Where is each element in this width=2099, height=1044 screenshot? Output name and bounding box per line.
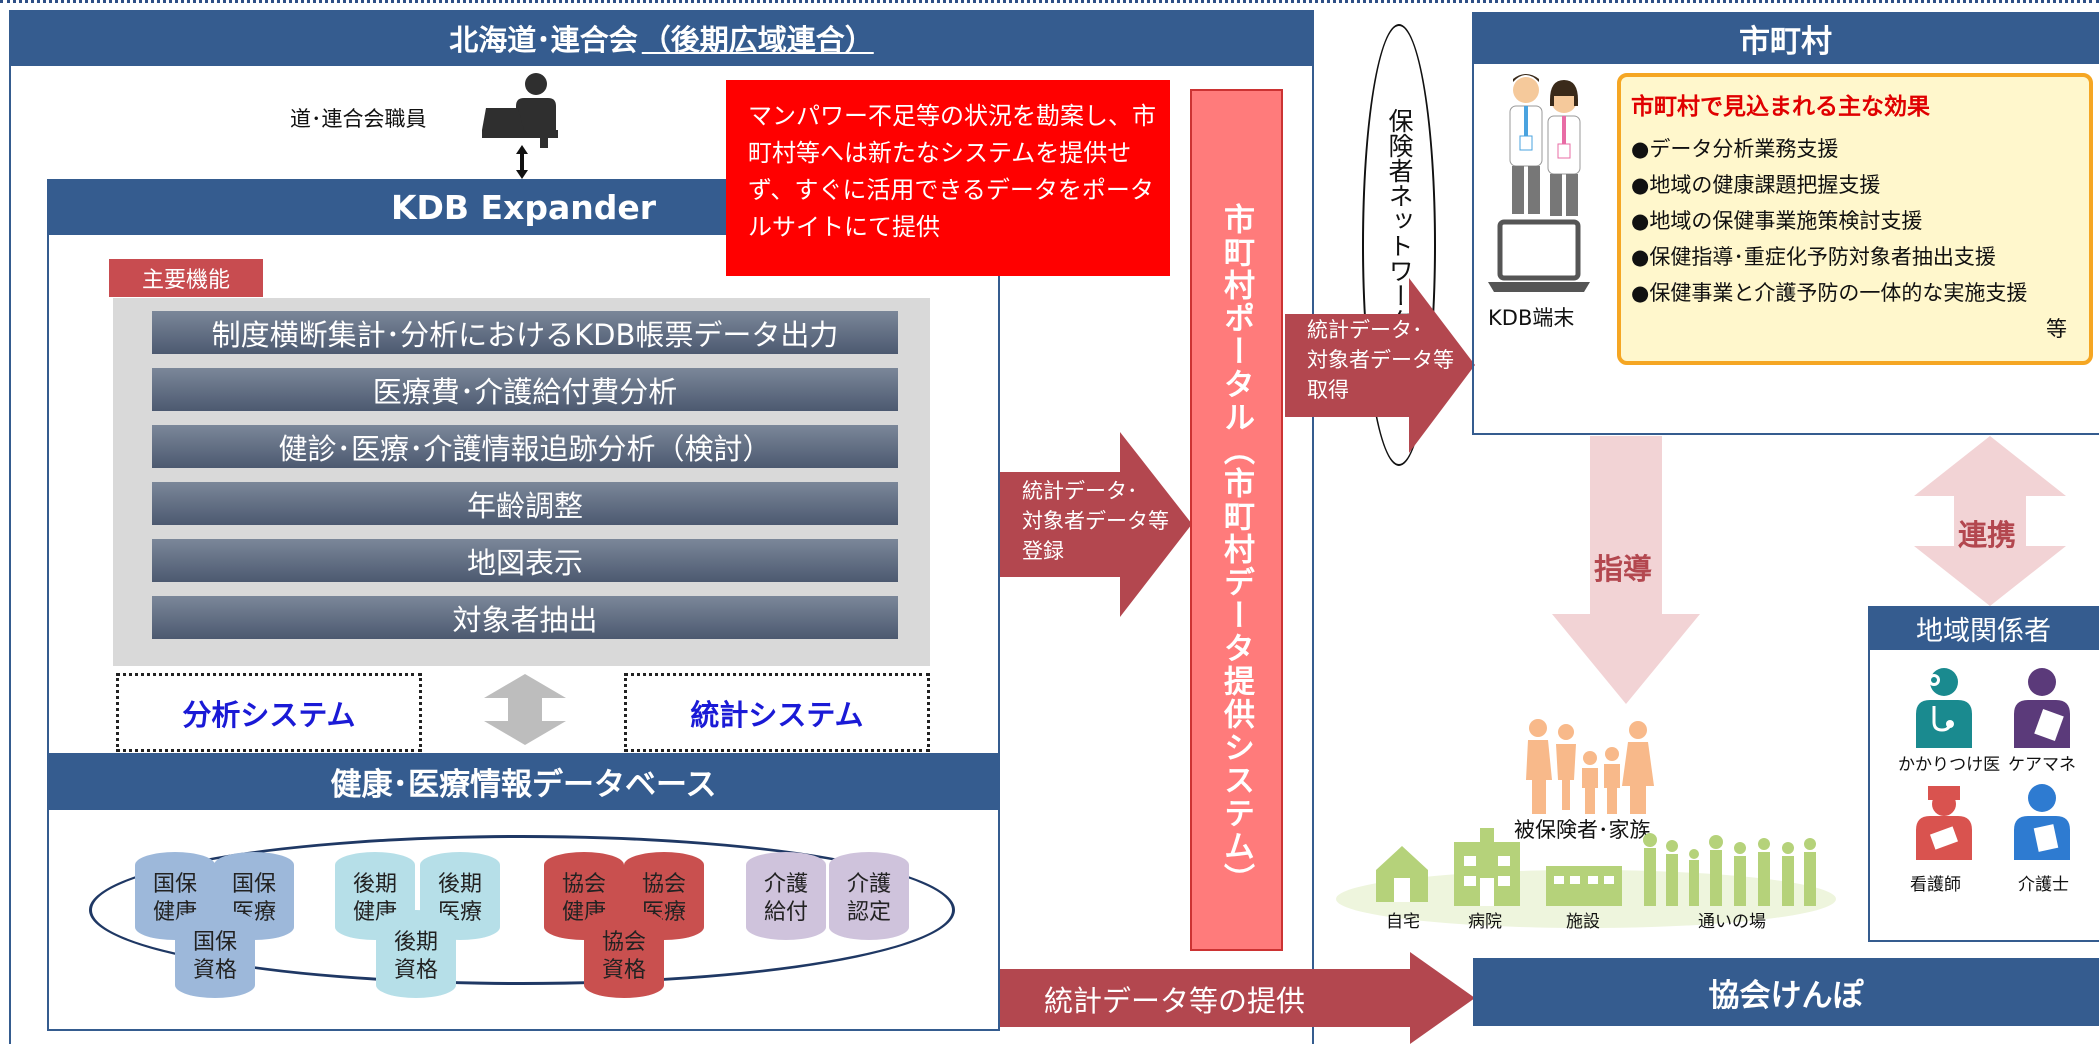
db-kokuho-iryo: 国保 医療 — [214, 852, 294, 940]
function-0: 制度横断集計･分析におけるKDB帳票データ出力 — [152, 311, 898, 354]
family-icon — [1526, 719, 1654, 814]
db-kouki-iryo: 後期 医療 — [420, 852, 500, 940]
home-icon — [1376, 846, 1428, 902]
doctor-icon — [1916, 668, 1972, 748]
function-4: 地図表示 — [152, 539, 898, 582]
effects-title: 市町村で見込まれる主な効果 — [1631, 94, 1930, 120]
provide-arrow-shape — [1000, 952, 1475, 1044]
caregiver-icon — [2014, 784, 2070, 860]
municipality-title: 市町村 — [1739, 23, 1832, 60]
effects-box: 市町村で見込まれる主な効果 ●データ分析業務支援 ●地域の健康課題把握支援 ●地… — [1617, 73, 2093, 365]
hospital-icon — [1454, 828, 1520, 906]
staff-pair-icon — [1509, 74, 1581, 216]
main-functions-tag: 主要機能 — [109, 259, 263, 297]
guidance-arrow-shape — [1552, 436, 1700, 704]
portal-label: 市町村ポータル（市町村データ提供システム） — [1218, 203, 1254, 896]
notice-box: マンパワー不足等の状況を勘案し、市町村等へは新たなシステムを提供せず、すぐに活用… — [726, 80, 1170, 276]
stats-system-box: 統計システム — [624, 673, 930, 752]
database-cylinder-outline — [89, 835, 955, 985]
analysis-system-box: 分析システム — [116, 673, 422, 752]
kdb-terminal-label: KDB端末 — [1488, 306, 1575, 330]
effect-1: ●地域の健康課題把握支援 — [1631, 173, 1881, 197]
kyokai-kenpo-title: 協会けんぽ — [1708, 977, 1864, 1014]
insurer-network-ellipse — [1362, 24, 1436, 466]
stakeholders-header: 地域関係者 — [1868, 606, 2099, 650]
effect-0: ●データ分析業務支援 — [1631, 137, 1839, 161]
place-gathering: 通いの場 — [1698, 912, 1766, 932]
role-nurse: 看護師 — [1910, 875, 1961, 895]
left-panel-title: 北海道･連合会 — [449, 23, 638, 57]
kyokai-kenpo-box: 協会けんぽ — [1473, 958, 2099, 1026]
database-header: 健康･医療情報データベース — [47, 753, 1000, 810]
double-arrow-icon — [516, 145, 528, 179]
cooperation-arrow-label: 連携 — [1958, 518, 2017, 552]
stakeholders-title: 地域関係者 — [1916, 615, 2051, 647]
role-caregiver: 介護士 — [2018, 875, 2069, 895]
bidirectional-arrow-icon — [484, 674, 566, 745]
effects-suffix: 等 — [2046, 317, 2067, 341]
portal-box: 市町村ポータル（市町村データ提供システム） — [1190, 89, 1283, 951]
function-2: 健診･医療･介護情報追跡分析（検討） — [152, 425, 898, 468]
cooperation-arrow-shape — [1914, 436, 2066, 606]
db-kouki-shikaku: 後期 資格 — [376, 910, 456, 998]
register-arrow-shape — [1000, 432, 1192, 617]
db-kokuho-shikaku: 国保 資格 — [175, 910, 255, 998]
role-care-manager: ケアマネ — [2008, 755, 2076, 775]
kdb-expander-title: KDB Expander — [390, 187, 657, 227]
effect-4: ●保健事業と介護予防の一体的な実施支援 — [1631, 281, 2028, 305]
facility-icon — [1546, 866, 1622, 906]
place-home: 自宅 — [1386, 912, 1420, 932]
insured-family-label: 被保険者･家族 — [1514, 818, 1651, 842]
provide-arrow-label: 統計データ等の提供 — [1044, 984, 1306, 1018]
function-3: 年齢調整 — [152, 482, 898, 525]
database-title: 健康･医療情報データベース — [330, 767, 717, 803]
left-panel-header: 北海道･連合会 （後期広域連合） — [9, 10, 1314, 66]
place-hospital: 病院 — [1468, 912, 1502, 932]
acquire-arrow-label: 統計データ･ 対象者データ等 取得 — [1307, 318, 1454, 402]
function-1: 医療費･介護給付費分析 — [152, 368, 898, 411]
db-kaigo-nintei: 介護 認定 — [829, 852, 909, 940]
guidance-arrow-label: 指導 — [1594, 552, 1653, 586]
nurse-icon — [1916, 786, 1972, 860]
staff-at-desk-icon — [482, 73, 558, 148]
gathering-people-icon — [1643, 833, 1816, 906]
municipality-header: 市町村 — [1472, 12, 2099, 64]
top-dotted-border — [0, 0, 2099, 6]
role-doctor: かかりつけ医 — [1898, 755, 2001, 775]
effect-2: ●地域の保健事業施策検討支援 — [1631, 209, 1923, 233]
laptop-icon — [1488, 219, 1590, 292]
function-5: 対象者抽出 — [152, 596, 898, 639]
care-manager-icon — [2014, 668, 2070, 748]
db-kyokai-shikaku: 協会 資格 — [584, 910, 664, 998]
db-kaigo-kyufu: 介護 給付 — [746, 852, 826, 940]
effect-3: ●保健指導･重症化予防対象者抽出支援 — [1631, 245, 1996, 269]
register-arrow-label: 統計データ･ 対象者データ等 登録 — [1022, 479, 1169, 563]
place-facility: 施設 — [1566, 912, 1600, 932]
acquire-arrow-shape — [1285, 278, 1475, 453]
left-panel-title-underlined: （後期広域連合） — [641, 23, 874, 57]
staff-label: 道･連合会職員 — [290, 107, 427, 131]
